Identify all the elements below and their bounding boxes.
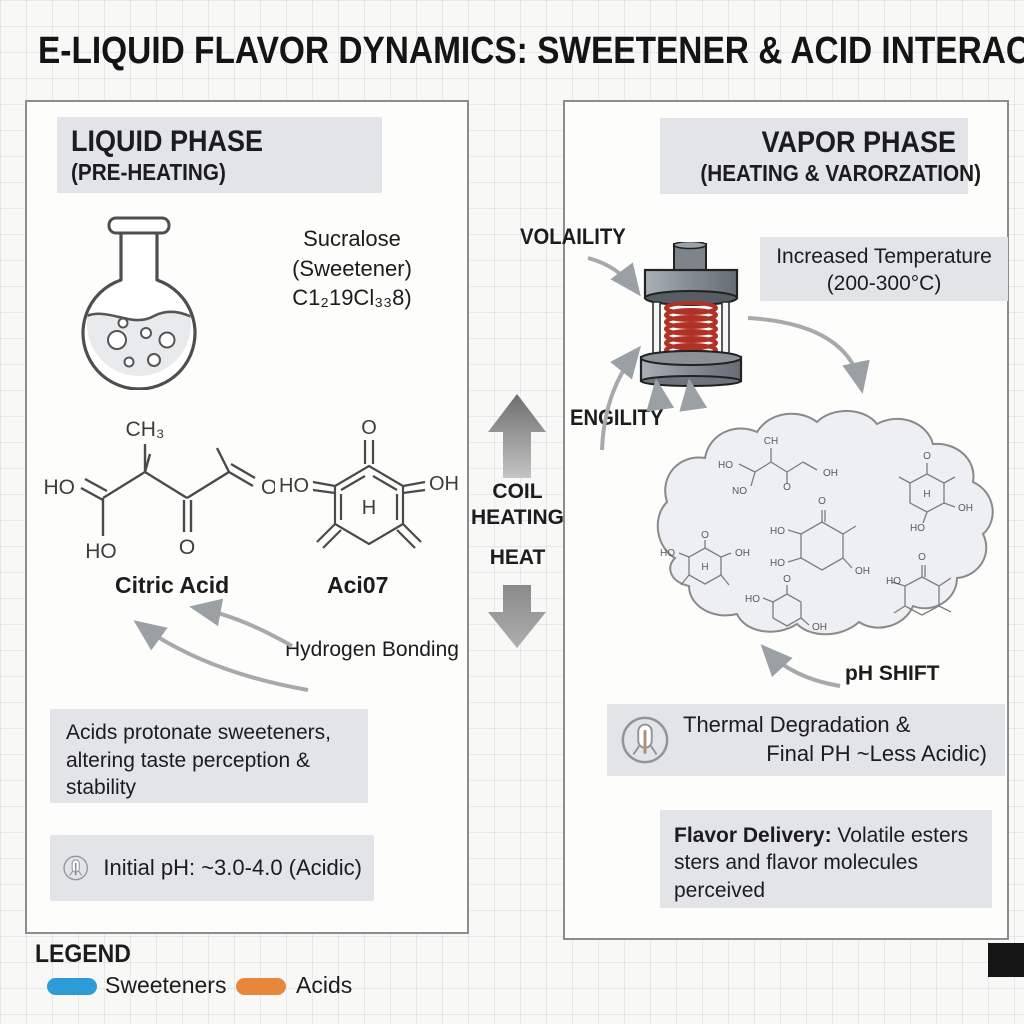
sucralose-formula: C1₂19Cl₃₃8) (292, 285, 412, 311)
acid07-structure: O HO OH H (279, 420, 459, 549)
citric-acid-structure: CH₃ HO HO O OH (44, 418, 276, 563)
vapor-cloud: CH HO O OH NO O HO OH H O HO HO OH O H O… (656, 409, 994, 636)
ph-shift-label: pH SHIFT (845, 662, 940, 685)
atom-label: OH (261, 476, 275, 499)
flavor-delivery-text: Volatile esters sters and flavor molecul… (674, 824, 969, 902)
atom-label: HO (745, 594, 760, 605)
corner-mark (988, 943, 1024, 977)
atom-label: CH (764, 436, 778, 447)
atom-label: OH (823, 468, 838, 479)
atom-label: HO (718, 460, 733, 471)
atom-label: OH (429, 473, 459, 495)
liquid-phase-panel: LIQUID PHASE (PRE-HEATING) Sucralose (Sw… (25, 100, 469, 934)
atomizer-coil-icon (639, 242, 743, 387)
citric-acid-label: Citric Acid (115, 572, 230, 598)
atom-label: O (918, 552, 926, 563)
atom-label: HO (279, 475, 309, 497)
vapor-phase-header: VAPOR PHASE (HEATING & VARORZATION) (660, 118, 981, 194)
legend-label-acids: Acids (296, 972, 353, 998)
atom-label: HO (85, 540, 117, 563)
temperature-line1: Increased Temperature (776, 245, 992, 268)
atom-label: CH₃ (126, 418, 165, 441)
temperature-box: Increased Temperature (200-300°C) (760, 237, 1008, 301)
thermal-line1: Thermal Degradation & (683, 712, 911, 738)
flavor-delivery-box: Flavor Delivery: Volatile esters sters a… (660, 810, 992, 908)
atom-label: O (818, 496, 826, 507)
vapor-phase-title: VAPOR PHASE (761, 126, 956, 159)
heat-label: HEAT (489, 546, 546, 569)
atom-label: O (179, 536, 195, 559)
thermal-degradation-box: Thermal Degradation & Final PH ~Less Aci… (607, 704, 1005, 776)
vapor-phase-panel: VAPOR PHASE (HEATING & VARORZATION) Incr… (563, 100, 1009, 940)
heating-label: HEATING (471, 506, 564, 529)
atom-label: NO (732, 486, 747, 497)
flask-icon (81, 216, 197, 390)
legend-title: LEGEND (35, 940, 131, 968)
atom-label: OH (735, 548, 750, 559)
atom-label: O (361, 420, 377, 439)
volatility-label: VOLAILITY (520, 224, 626, 249)
atom-label: HO (770, 526, 785, 537)
initial-ph-label: Initial pH: ~3.0-4.0 (Acidic) (103, 855, 362, 880)
atom-label: O (783, 574, 791, 585)
liquid-phase-header: LIQUID PHASE (PRE-HEATING) (57, 117, 382, 193)
atom-label: O (701, 530, 709, 541)
heat-down-arrow (488, 585, 546, 648)
atom-label: H (923, 489, 930, 500)
sucralose-name: Sucralose (303, 226, 401, 251)
atom-label: HO (886, 576, 901, 587)
temperature-line2: (200-300°C) (826, 272, 942, 296)
atom-label: H (701, 562, 708, 573)
liquid-phase-title: LIQUID PHASE (71, 125, 264, 158)
atom-label: HO (910, 523, 925, 534)
liquid-phase-subtitle: (PRE-HEATING) (71, 159, 226, 185)
sucralose-caption: Sucralose (Sweetener) C1₂19Cl₃₃8) (252, 224, 452, 313)
coil-heating-up-arrow (488, 394, 546, 478)
diagram-title: E-LIQUID FLAVOR DYNAMICS: SWEETENER & AC… (38, 30, 1024, 72)
legend-swatch-sweeteners (47, 978, 97, 995)
acid07-label: Aci07 (327, 572, 389, 598)
atom-label: OH (855, 566, 870, 577)
vapor-molecules (678, 448, 956, 627)
ph-meter-icon (63, 855, 89, 881)
flavor-delivery-lead: Flavor Delivery: (674, 824, 832, 847)
hydrogen-bonding-label: Hydrogen Bonding (285, 638, 459, 661)
atom-label: OH (958, 503, 973, 514)
initial-ph-box: Initial pH: ~3.0-4.0 (Acidic) (50, 835, 374, 901)
atom-label: O (923, 451, 931, 462)
protonation-note: Acids protonate sweeteners, altering tas… (50, 709, 368, 803)
atom-label: O (783, 482, 791, 493)
atom-label: OH (812, 622, 827, 633)
thermometer-icon (621, 716, 669, 764)
vapor-phase-subtitle: (HEATING & VARORZATION) (700, 160, 981, 186)
atom-label: H (362, 497, 376, 519)
thermal-line2: Final PH ~Less Acidic) (766, 741, 987, 766)
atom-label: HO (660, 548, 675, 559)
sucralose-role: (Sweetener) (292, 255, 412, 281)
atom-label: HO (44, 476, 76, 499)
coil-label: COIL (492, 480, 543, 503)
atom-label: HO (770, 558, 785, 569)
legend-swatch-acids (236, 978, 286, 995)
legend-label-sweeteners: Sweeteners (105, 972, 227, 998)
